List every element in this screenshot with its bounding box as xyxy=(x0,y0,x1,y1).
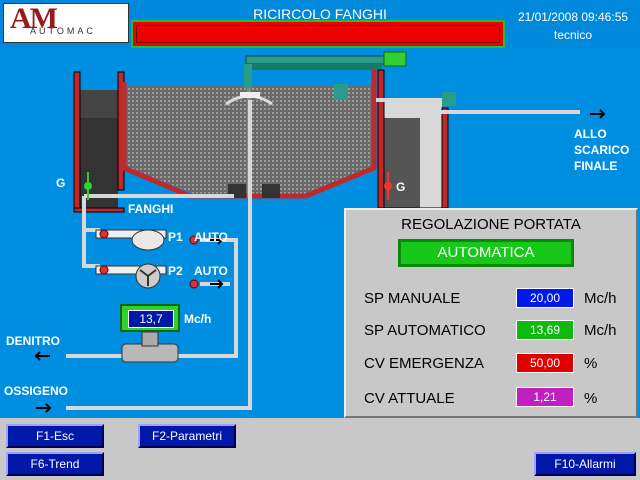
flow-unit: Mc/h xyxy=(184,312,212,326)
level-indicator-left xyxy=(84,172,92,200)
datetime-display: 21/01/2008 09:46:55 xyxy=(517,10,629,24)
clarifier-bridge xyxy=(244,51,407,100)
cv-actual-unit: % xyxy=(584,390,598,407)
left-tank xyxy=(73,71,125,213)
cv-actual-value: 1,21 xyxy=(516,387,574,407)
sp-auto-value: 13,69 xyxy=(516,320,574,340)
f1-esc-button[interactable]: F1-Esc xyxy=(6,424,104,448)
discharge-arrow-icon xyxy=(590,109,606,119)
sp-auto-unit: Mc/h xyxy=(584,322,617,339)
pump-p1[interactable] xyxy=(95,229,199,251)
denitro-arrow-icon xyxy=(34,351,50,361)
company-logo: AM AUTOMAC xyxy=(3,2,129,43)
ossigeno-label: OSSIGENO xyxy=(4,384,69,398)
level-label-right: G xyxy=(396,180,406,194)
flow-value: 13,7 xyxy=(128,310,174,328)
flow-display-frame: 13,7 xyxy=(120,304,180,332)
arrow-icon xyxy=(210,235,224,245)
f2-parameters-button[interactable]: F2-Parametri xyxy=(138,424,236,448)
process-diagram xyxy=(34,51,606,413)
f10-alarms-button[interactable]: F10-Allarmi xyxy=(534,452,636,476)
sp-manual-unit: Mc/h xyxy=(584,290,617,307)
logo-mark: AM xyxy=(10,2,58,35)
pump-p1-label: P1 xyxy=(168,230,183,244)
page-title: RICIRCOLO FANGHI xyxy=(253,6,387,22)
pump-p1-mode: AUTO xyxy=(194,230,228,244)
cv-emergency-label: CV EMERGENZA xyxy=(364,355,485,372)
pump-p2[interactable] xyxy=(95,263,199,289)
pump-p2-label: P2 xyxy=(168,264,183,278)
cv-emergency-unit: % xyxy=(584,355,598,372)
mode-button[interactable]: AUTOMATICA xyxy=(398,239,574,267)
alarm-banner[interactable] xyxy=(131,20,505,48)
fanghi-label: FANGHI xyxy=(128,202,174,216)
flow-meter xyxy=(121,331,179,363)
sp-auto-label: SP AUTOMATICO xyxy=(364,322,486,339)
cv-actual-label: CV ATTUALE xyxy=(364,390,455,407)
level-label-left: G xyxy=(56,176,66,190)
level-indicator-right xyxy=(384,172,392,200)
sp-manual-value[interactable]: 20,00 xyxy=(516,288,574,308)
right-tank xyxy=(377,69,456,213)
discharge-label-line3: FINALE xyxy=(574,159,618,173)
cv-emergency-value[interactable]: 50,00 xyxy=(516,353,574,373)
logo-subtext: AUTOMAC xyxy=(30,26,96,36)
arrow-icon xyxy=(210,279,224,289)
f6-trend-button[interactable]: F6-Trend xyxy=(6,452,104,476)
sp-manual-label: SP MANUALE xyxy=(364,290,461,307)
discharge-label: ALLO SCARICO FINALE xyxy=(574,126,629,174)
current-user: tecnico xyxy=(553,28,593,42)
pump-p2-mode: AUTO xyxy=(194,264,228,278)
discharge-label-line1: ALLO xyxy=(574,127,607,141)
ossigeno-arrow-icon xyxy=(36,403,52,413)
flow-regulation-panel: REGOLAZIONE PORTATA AUTOMATICA SP MANUAL… xyxy=(344,208,638,418)
panel-title: REGOLAZIONE PORTATA xyxy=(401,216,581,233)
denitro-label: DENITRO xyxy=(6,334,60,348)
discharge-label-line2: SCARICO xyxy=(574,143,630,157)
function-key-bar xyxy=(0,418,640,480)
